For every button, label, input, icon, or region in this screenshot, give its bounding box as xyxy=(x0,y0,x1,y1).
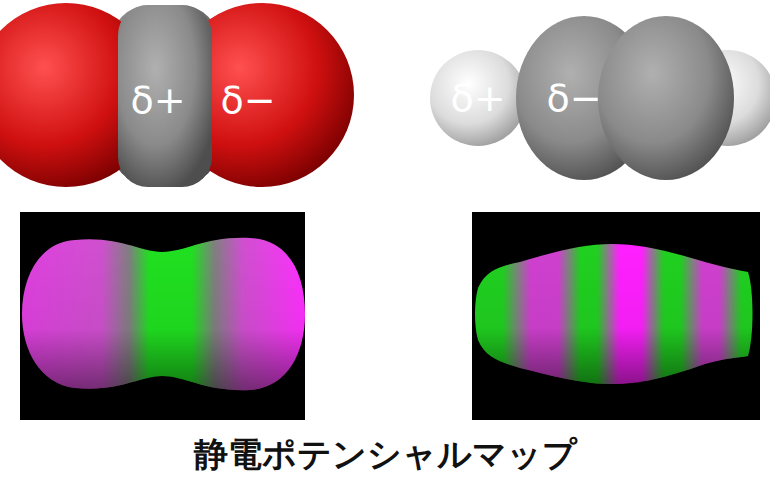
charge-label: δ− xyxy=(220,81,275,119)
carbon-band xyxy=(118,5,212,187)
carbon-charge: δ− xyxy=(542,75,605,121)
caption: 静電ポテンシャルマップ xyxy=(0,432,770,478)
charge-label: δ− xyxy=(546,79,601,117)
esp-map-frame xyxy=(20,212,305,420)
esp-map-frame xyxy=(472,212,760,420)
hydrogen-atom xyxy=(430,50,526,146)
oxygen-charge: δ− xyxy=(216,77,279,123)
carbon-charge: δ+ xyxy=(126,77,189,123)
charge-label: δ+ xyxy=(450,79,505,117)
esp-surface xyxy=(22,238,305,390)
hydrogen-charge: δ+ xyxy=(446,75,509,121)
charge-label: δ+ xyxy=(130,81,185,119)
carbon-atom xyxy=(598,16,734,180)
esp-surface xyxy=(475,244,753,384)
